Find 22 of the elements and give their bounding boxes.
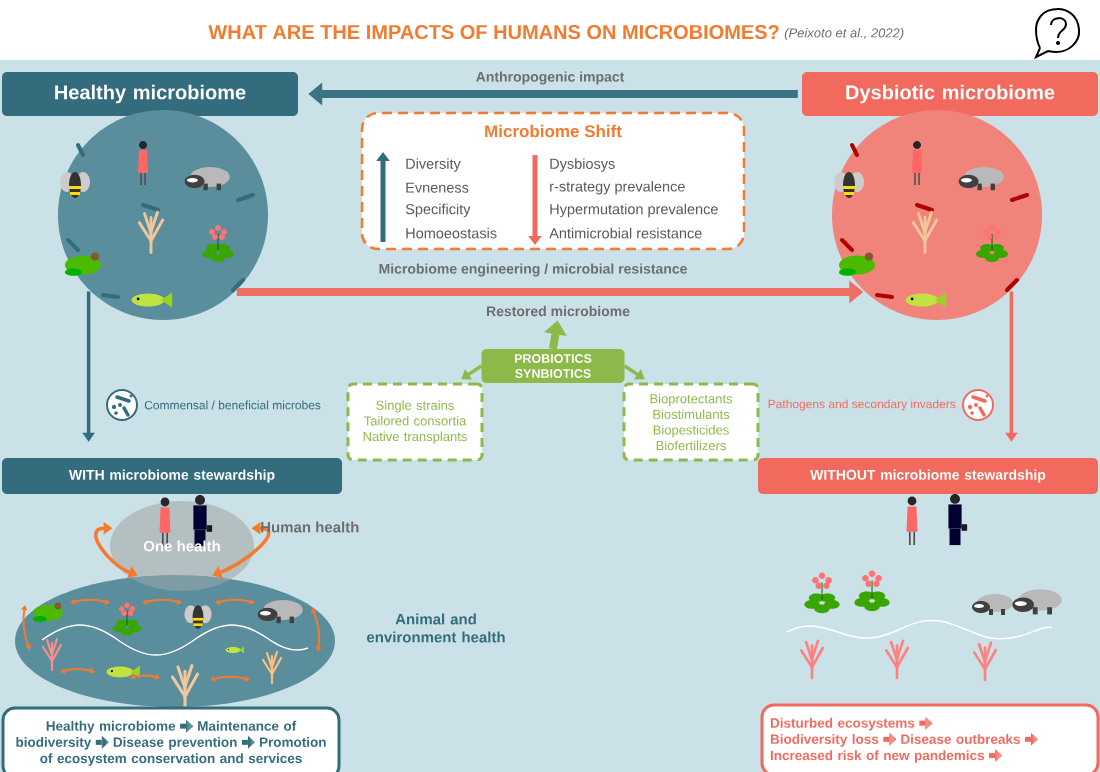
- citation: (Peixoto et al., 2022): [784, 27, 904, 41]
- ecosystem-drawing: [58, 110, 268, 320]
- arrow: [461, 364, 483, 380]
- edge-label: Anthropogenic impact: [473, 69, 627, 87]
- header-box: Dysbiotic microbiome: [802, 72, 1098, 116]
- caption-label: Human health: [261, 521, 359, 533]
- arrow: [623, 364, 645, 380]
- header-box: Healthy microbiome: [2, 72, 298, 116]
- section-box: WITH microbiome stewardship: [2, 458, 342, 494]
- caption-label: Animal and environment health: [367, 613, 505, 643]
- section-box: WITHOUT microbiome stewardship: [758, 458, 1098, 494]
- outcome-label: Restored microbiome: [487, 305, 630, 317]
- ecosystem-drawing: [832, 110, 1042, 320]
- shift-box: Microbiome Shift Diversity Evneness Specificity Homoeostasis Dysbiosys r-strategy prevalence Hypermutation prevalence Antimicrobial resistance: [360, 111, 746, 251]
- edge-label: Microbiome engineering / microbial resistance: [376, 261, 690, 279]
- list-box: Single strains Tailored consortia Native transplants: [346, 382, 484, 462]
- outcome-box: Disturbed ecosystems Biodiversity loss Disease outbreaks Increased risk of new pandemics: [760, 703, 1100, 772]
- list-box: Bioprotectants Biostimulants Biopesticides Biofertilizers: [622, 382, 760, 462]
- outcome-box: Healthy microbiome Maintenance of biodiversity Disease prevention Promotion of ecosystem conservation and services: [1, 706, 341, 772]
- title: WHAT ARE THE IMPACTS OF HUMANS ON MICROBIOMES?: [208, 24, 779, 40]
- process-box: PROBIOTICS SYNBIOTICS: [481, 349, 625, 383]
- edge-label: Pathogens and secondary invaders: [765, 397, 958, 413]
